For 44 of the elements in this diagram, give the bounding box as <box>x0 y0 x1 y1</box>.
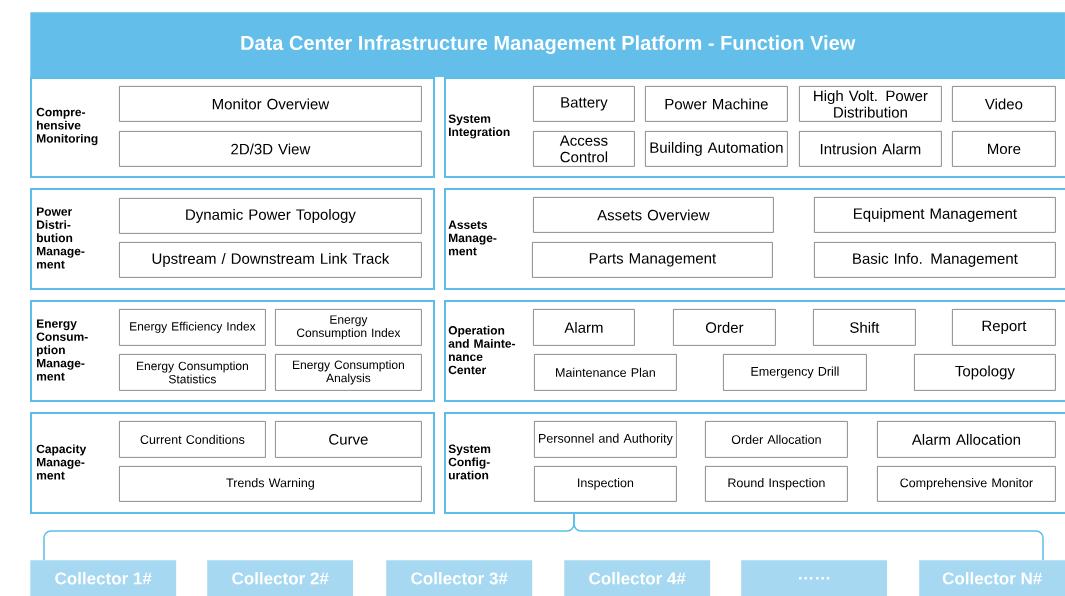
function-box: Current Conditions <box>119 421 266 458</box>
function-box: Curve <box>275 421 422 458</box>
function-box: Topology <box>914 354 1056 391</box>
function-box: Monitor Overview <box>119 86 422 122</box>
function-box: Trends Warning <box>119 466 422 502</box>
function-box: Personnel and Authority <box>534 421 677 458</box>
function-box: Emergency Drill <box>723 354 867 391</box>
function-box: Building Automation <box>645 131 788 167</box>
function-box: Comprehensive Monitor <box>877 466 1056 502</box>
function-box: Alarm <box>533 309 635 346</box>
function-box: Video <box>952 86 1056 122</box>
function-box: Access Control <box>533 131 635 167</box>
function-box: Shift <box>813 309 916 346</box>
function-box: Assets Overview <box>533 197 774 233</box>
collector-box: Collector 3# <box>386 560 533 596</box>
collector-box: …… <box>741 560 888 596</box>
function-box: High Volt. Power Distribution <box>799 86 942 122</box>
function-box: Maintenance Plan <box>534 354 677 391</box>
function-box: Energy Consumption Statistics <box>119 354 266 391</box>
collector-box: Collector 4# <box>564 560 711 596</box>
function-box: Intrusion Alarm <box>799 131 942 167</box>
function-box: Battery <box>533 86 635 122</box>
function-box: Alarm Allocation <box>877 421 1056 458</box>
function-box: 2D/3D View <box>119 131 422 167</box>
function-box: Order Allocation <box>705 421 848 458</box>
collector-box: Collector 2# <box>207 560 354 596</box>
function-box: Upstream / Downstream Link Track <box>119 242 422 278</box>
function-box: Equipment Management <box>814 197 1056 233</box>
function-box: Report <box>952 309 1056 346</box>
title-banner: Data Center Infrastructure Management Platform - Function View <box>30 12 1065 78</box>
collector-box: Collector N# <box>919 560 1065 596</box>
function-box: Power Machine <box>645 86 788 122</box>
connector-line <box>573 511 1044 561</box>
function-box: Energy Consumption Index <box>275 309 422 346</box>
function-box: Order <box>673 309 776 346</box>
function-box: Parts Management <box>532 242 773 278</box>
function-box: More <box>952 131 1056 167</box>
collector-box: Collector 1# <box>30 560 177 596</box>
function-box: Inspection <box>534 466 677 502</box>
function-box: Energy Efficiency Index <box>119 309 266 346</box>
function-box: Dynamic Power Topology <box>119 198 422 234</box>
function-box: Round Inspection <box>705 466 848 502</box>
function-box: Energy Consumption Analysis <box>275 354 422 391</box>
function-box: Basic Info. Management <box>814 242 1056 278</box>
